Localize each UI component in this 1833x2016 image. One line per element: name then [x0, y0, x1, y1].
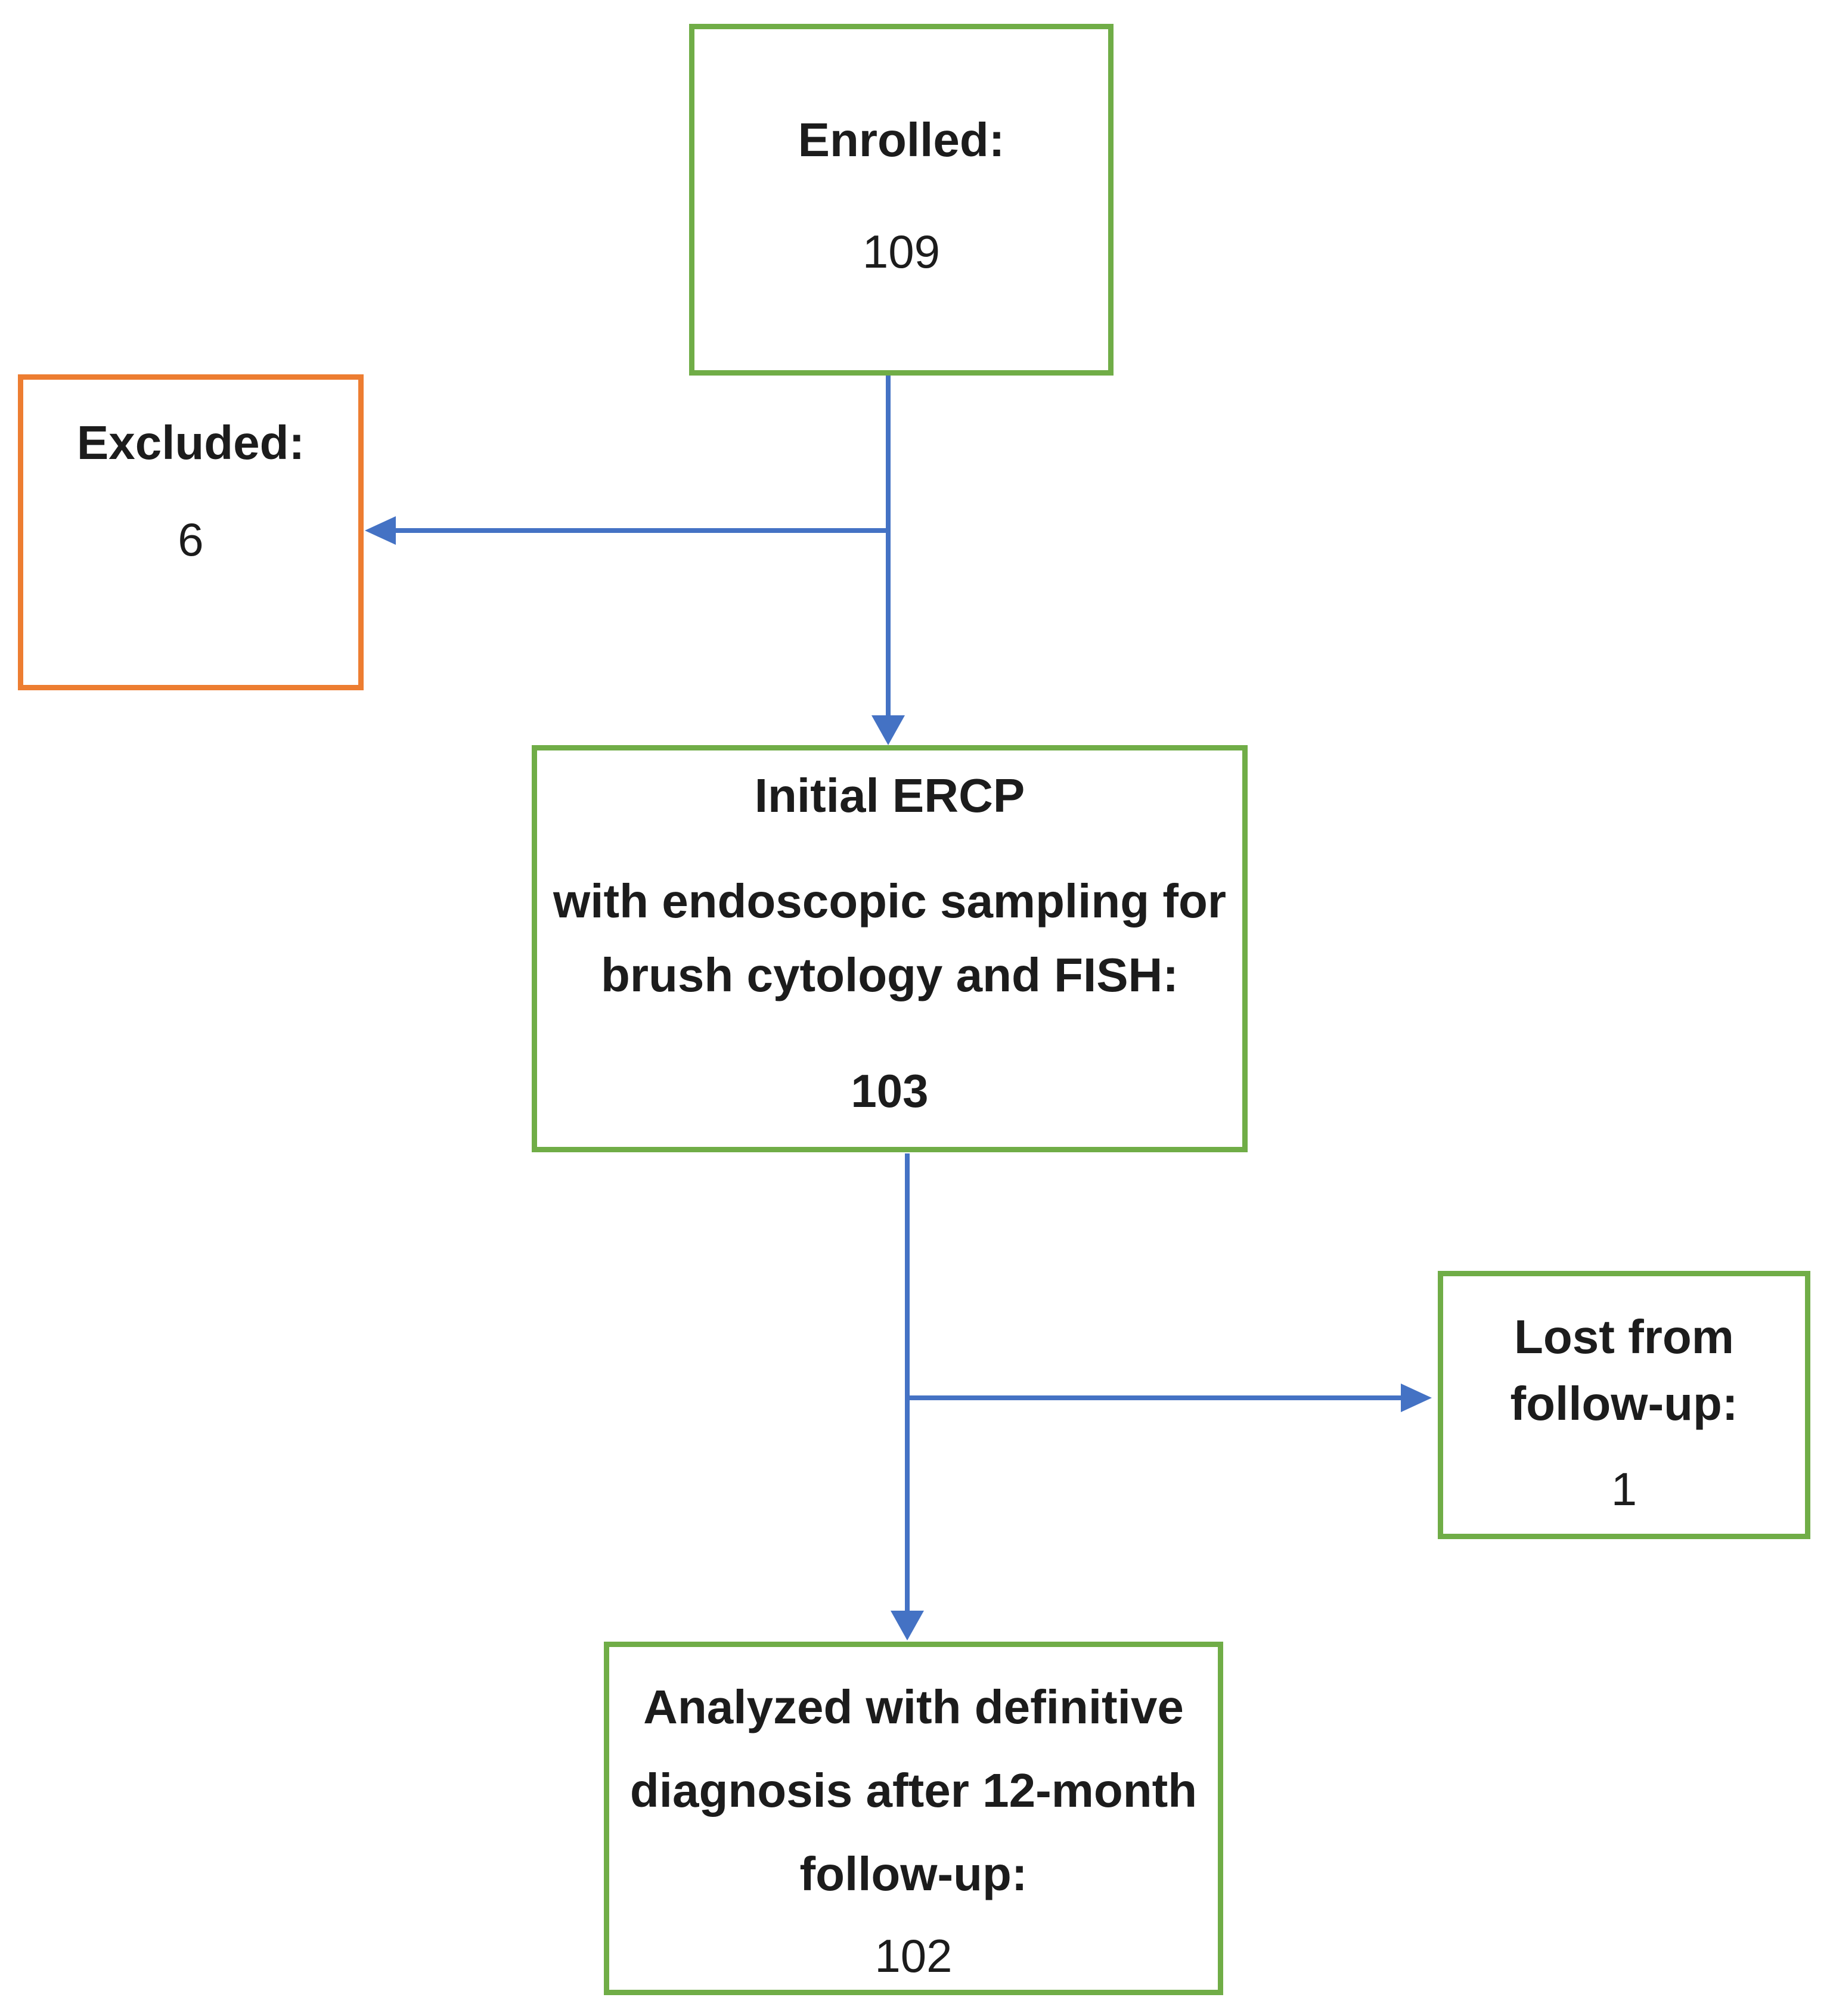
box-excluded: Excluded: 6 — [18, 374, 364, 690]
excluded-arrowhead — [365, 516, 396, 545]
box-analyzed: Analyzed with definitive diagnosis after… — [604, 1642, 1223, 1995]
box-analyzed-value: 102 — [874, 1930, 953, 1982]
branch-to-excluded-line — [396, 528, 886, 533]
box-lost-followup-value: 1 — [1611, 1463, 1637, 1515]
box-analyzed-title: Analyzed with definitive diagnosis after… — [629, 1680, 1198, 1900]
box-enrolled-title: Enrolled: — [798, 113, 1005, 166]
box-excluded-value: 6 — [178, 513, 204, 566]
box-initial-ercp-body: with endoscopic sampling for brush cytol… — [553, 874, 1226, 1001]
enrolled-to-ercp-line — [886, 376, 891, 715]
ercp-to-analyzed-arrowhead — [891, 1611, 924, 1640]
box-lost-followup-title: Lost from follow-up: — [1510, 1310, 1738, 1430]
enrolled-to-ercp-arrowhead — [871, 715, 905, 745]
ercp-to-analyzed-line — [905, 1153, 910, 1611]
box-lost-followup: Lost from follow-up: 1 — [1438, 1271, 1810, 1539]
box-excluded-title: Excluded: — [76, 416, 305, 469]
lost-arrowhead — [1401, 1384, 1432, 1412]
box-initial-ercp-title: Initial ERCP — [754, 769, 1025, 822]
box-initial-ercp-value: 103 — [851, 1064, 929, 1117]
box-enrolled: Enrolled: 109 — [689, 24, 1114, 376]
box-initial-ercp: Initial ERCP with endoscopic sampling fo… — [532, 745, 1248, 1152]
box-enrolled-value: 109 — [862, 225, 941, 278]
branch-to-lost-line — [910, 1395, 1401, 1400]
